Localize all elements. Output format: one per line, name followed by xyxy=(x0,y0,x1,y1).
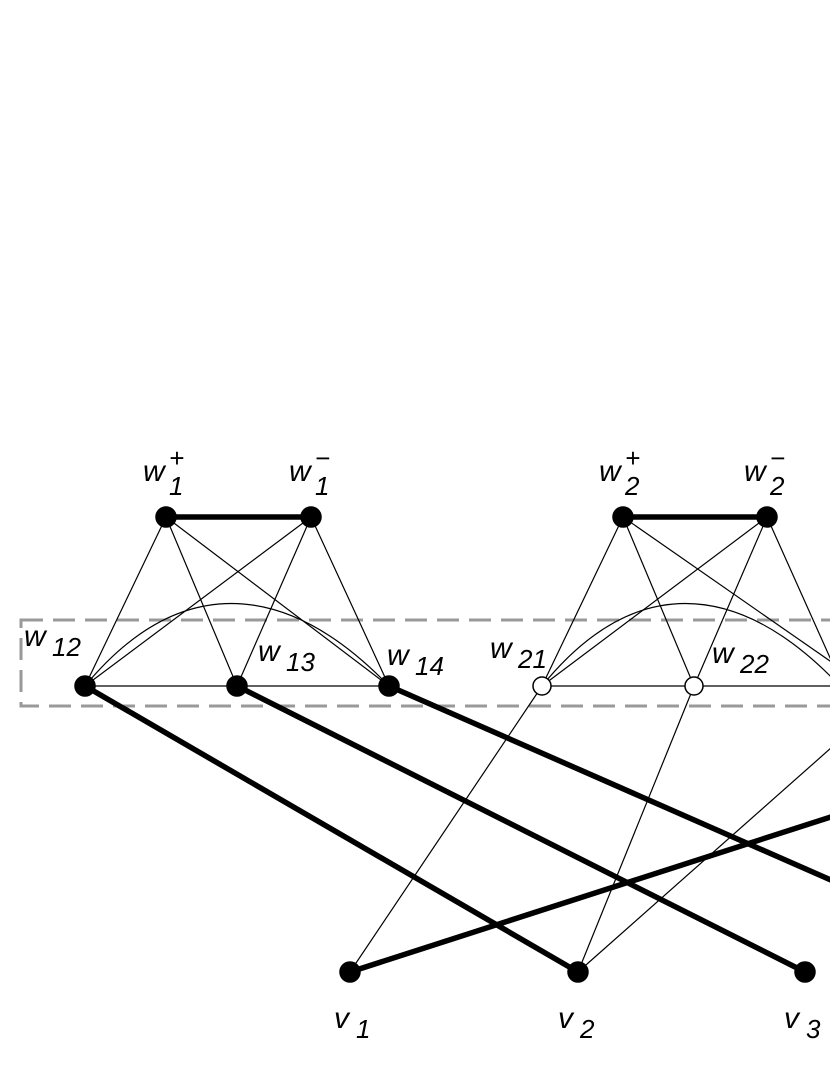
node-w21 xyxy=(532,676,552,696)
node-v3 xyxy=(794,961,816,983)
label-sub: 1 xyxy=(169,471,183,501)
nodes-layer xyxy=(74,506,816,983)
label-base: w xyxy=(490,632,514,665)
edges-layer xyxy=(82,514,830,975)
edge-w2p-w21 xyxy=(541,516,624,687)
label-base: w xyxy=(712,637,736,670)
edge-w2m-offscreen-right xyxy=(766,516,830,660)
edge-w2m-w21 xyxy=(541,516,768,687)
edge-v2-offscreen-right xyxy=(577,748,830,973)
label-sup: + xyxy=(169,443,184,473)
label-sub: 1 xyxy=(356,1014,370,1044)
edge-w12-v2 xyxy=(82,683,581,975)
node-w2p xyxy=(612,506,634,528)
label-base: v xyxy=(334,1002,351,1035)
label-w2p: w+2 xyxy=(599,443,640,501)
edge-w22-v2 xyxy=(577,685,695,973)
edge-w1m-w13 xyxy=(236,516,312,687)
label-sub: 2 xyxy=(579,1014,595,1044)
edge-w13-v3 xyxy=(234,683,808,975)
edge-w1p-w12 xyxy=(84,516,167,687)
node-w14 xyxy=(378,675,400,697)
label-base: w xyxy=(24,620,48,653)
label-sup: + xyxy=(625,443,640,473)
label-base: v xyxy=(558,1002,575,1035)
edge-v1-offscreen-right xyxy=(347,814,830,975)
edge-w12-w14-curve xyxy=(84,603,390,687)
node-w2m xyxy=(756,506,778,528)
label-base: w xyxy=(387,639,411,672)
label-sub: 13 xyxy=(286,647,315,677)
node-w1m xyxy=(300,506,322,528)
edge-w1m-w14 xyxy=(310,516,390,687)
label-base: w xyxy=(744,455,768,488)
label-base: w xyxy=(599,455,623,488)
label-base: w xyxy=(143,455,167,488)
label-base: w xyxy=(258,635,282,668)
label-sub: 1 xyxy=(315,471,329,501)
edge-w2p-offscreen-right xyxy=(622,516,830,662)
node-v1 xyxy=(339,961,361,983)
label-base: v xyxy=(784,1002,801,1035)
edge-w1p-w13 xyxy=(165,516,238,687)
label-sub: 3 xyxy=(806,1014,821,1044)
edge-w2m-w22 xyxy=(693,516,768,687)
edge-w14-offscreen-right xyxy=(386,683,830,883)
label-sub: 22 xyxy=(739,649,769,679)
node-v2 xyxy=(567,961,589,983)
node-w1p xyxy=(155,506,177,528)
label-sub: 12 xyxy=(52,632,81,662)
edge-w21-offscreen-right-curve xyxy=(541,602,830,687)
label-w1p: w+1 xyxy=(143,443,184,501)
label-w1m: w−1 xyxy=(289,443,330,501)
node-w12 xyxy=(74,675,96,697)
label-sup: − xyxy=(315,443,330,473)
label-sub: 21 xyxy=(517,644,547,674)
label-sub: 2 xyxy=(624,471,640,501)
label-w2m: w−2 xyxy=(744,443,785,501)
label-sup: − xyxy=(770,443,785,473)
label-sub: 2 xyxy=(769,471,785,501)
edge-w1p-w14 xyxy=(165,516,390,687)
node-w13 xyxy=(226,675,248,697)
edge-w1m-w12 xyxy=(84,516,312,687)
edge-w2p-w22 xyxy=(622,516,695,687)
node-w22 xyxy=(684,676,704,696)
label-base: w xyxy=(289,455,313,488)
edge-w21-v1 xyxy=(349,685,543,973)
label-sub: 14 xyxy=(415,651,444,681)
